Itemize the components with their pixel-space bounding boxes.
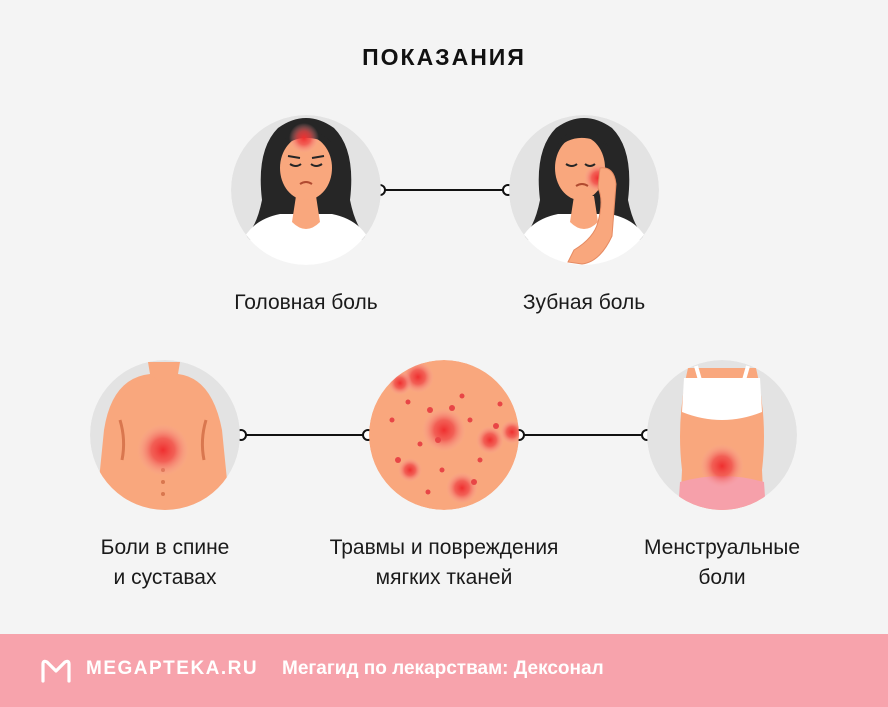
label-menstrual-pain: Менструальные боли: [643, 536, 801, 589]
headache-illustration: [231, 115, 381, 265]
brand-link[interactable]: MEGAPTEKA.RU: [86, 658, 259, 679]
back-pain-illustration: [90, 360, 240, 510]
toothache-illustration: [509, 115, 659, 265]
menstrual-pain-illustration: [647, 360, 797, 510]
soft-tissue-illustration: [369, 360, 519, 510]
connector-top: [374, 184, 514, 196]
label-back-pain: Боли в спине и суставах: [100, 536, 230, 589]
label-headache: Головная боль: [234, 291, 378, 314]
footer-tagline: Мегагид по лекарствам: Дексонал: [282, 658, 604, 679]
page-title: ПОКАЗАНИЯ: [362, 44, 526, 70]
megapteka-logo-icon[interactable]: [40, 658, 72, 684]
indications-diagram: [90, 115, 797, 510]
footer-bar: MEGAPTEKA.RU Мегагид по лекарствам: Декс…: [0, 634, 888, 707]
connector-bottom-left: [235, 429, 374, 441]
connector-bottom-right: [513, 429, 653, 441]
label-soft-tissue: Травмы и повреждения мягких тканей: [329, 536, 559, 589]
label-toothache: Зубная боль: [522, 291, 646, 314]
